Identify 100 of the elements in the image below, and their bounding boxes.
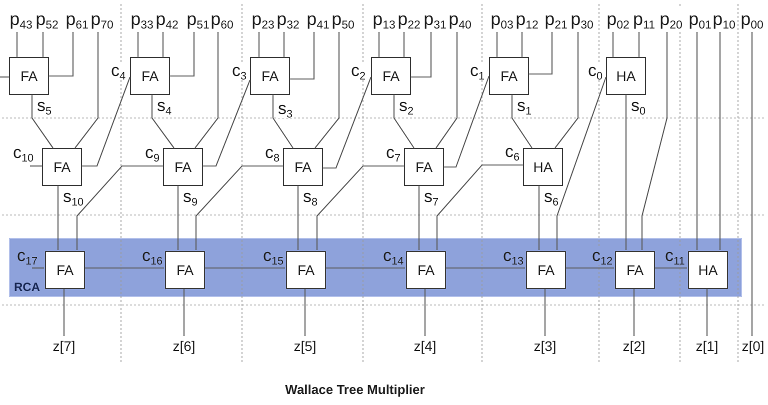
wire (0, 76, 9, 78)
wire (706, 288, 708, 336)
adder-label: HA (698, 262, 718, 278)
edge-label: c$_{3}$ (231, 62, 248, 80)
edge-label: c$_{1}$ (469, 62, 486, 80)
adder-box (45, 251, 85, 289)
adder-box (165, 251, 205, 289)
wire (151, 95, 174, 148)
wire (16, 32, 18, 57)
wire (314, 32, 340, 148)
adder-box (163, 148, 203, 186)
edge-label: c$_{11}$ (664, 247, 686, 265)
adder-label: FA (20, 68, 38, 84)
adder-label: FA (417, 262, 435, 278)
rca-band (9, 238, 742, 297)
wire (719, 32, 721, 250)
adder-label: FA (297, 262, 315, 278)
wire (393, 95, 414, 148)
wire (638, 32, 640, 57)
adder-label: FA (56, 262, 74, 278)
adder-box (606, 57, 646, 95)
adder-label: FA (294, 159, 312, 175)
wire (42, 32, 44, 57)
input-label: p$_{20}$ (659, 6, 683, 32)
adder-box (526, 251, 566, 289)
wire (272, 95, 294, 148)
wire (751, 32, 753, 336)
wire (194, 32, 219, 148)
wire (436, 164, 523, 250)
wire (30, 165, 42, 167)
wire (641, 32, 668, 250)
band-label: RCA (14, 280, 40, 294)
wire (290, 32, 315, 80)
wire (411, 32, 432, 78)
wire (304, 288, 306, 336)
adder-box (283, 148, 323, 186)
adder-label: FA (176, 262, 194, 278)
wire (445, 267, 525, 269)
wire (258, 32, 260, 57)
wire (283, 32, 285, 57)
wire (84, 267, 164, 269)
adder-label: FA (415, 159, 433, 175)
adder-box (371, 57, 411, 95)
adder-label: FA (141, 68, 159, 84)
wire (612, 32, 614, 57)
wire (31, 95, 54, 148)
wire (403, 32, 405, 57)
edge-label: c$_{4}$ (110, 62, 127, 80)
wire (496, 32, 498, 57)
wire (32, 267, 44, 269)
adder-box (523, 148, 563, 186)
adder-box (250, 57, 290, 95)
wire (316, 165, 404, 250)
diagram-title: Wallace Tree Multiplier (285, 382, 425, 397)
wire (137, 32, 139, 57)
wire (63, 288, 65, 336)
wire (696, 32, 698, 250)
edge-label: c$_{0}$ (587, 62, 604, 80)
wire (565, 267, 614, 269)
wire (49, 32, 74, 77)
wire (74, 32, 99, 148)
wire (538, 186, 540, 250)
adder-label: FA (500, 68, 518, 84)
wire (556, 76, 607, 250)
adder-label: FA (261, 68, 279, 84)
wire (297, 186, 299, 250)
adder-label: HA (533, 159, 553, 175)
edge-label: c$_{12}$ (591, 247, 614, 265)
wire (654, 267, 687, 269)
adder-box (406, 251, 446, 289)
wire (544, 288, 546, 336)
wire (325, 267, 405, 269)
wire (378, 32, 380, 57)
adder-box (489, 57, 529, 95)
wire (521, 32, 523, 57)
adder-box (130, 57, 170, 95)
wire (82, 76, 131, 167)
wire (418, 186, 420, 250)
adder-box (42, 148, 82, 186)
wire (203, 80, 251, 167)
adder-box (615, 251, 655, 289)
adder-label: FA (537, 262, 555, 278)
wire (436, 32, 458, 148)
adder-label: FA (174, 159, 192, 175)
adder-label: FA (53, 159, 71, 175)
wire (177, 186, 179, 250)
edge-label: c$_{2}$ (350, 62, 367, 80)
wire (195, 165, 283, 250)
wire (57, 186, 59, 250)
wire (625, 95, 627, 250)
wire (170, 32, 195, 77)
wire (323, 76, 372, 169)
wire (204, 267, 285, 269)
wire (183, 288, 185, 336)
wire (529, 32, 553, 75)
adder-box (286, 251, 326, 289)
wire (633, 288, 635, 336)
adder-label: HA (616, 68, 636, 84)
adder-label: FA (382, 68, 400, 84)
adder-label: FA (626, 262, 644, 278)
